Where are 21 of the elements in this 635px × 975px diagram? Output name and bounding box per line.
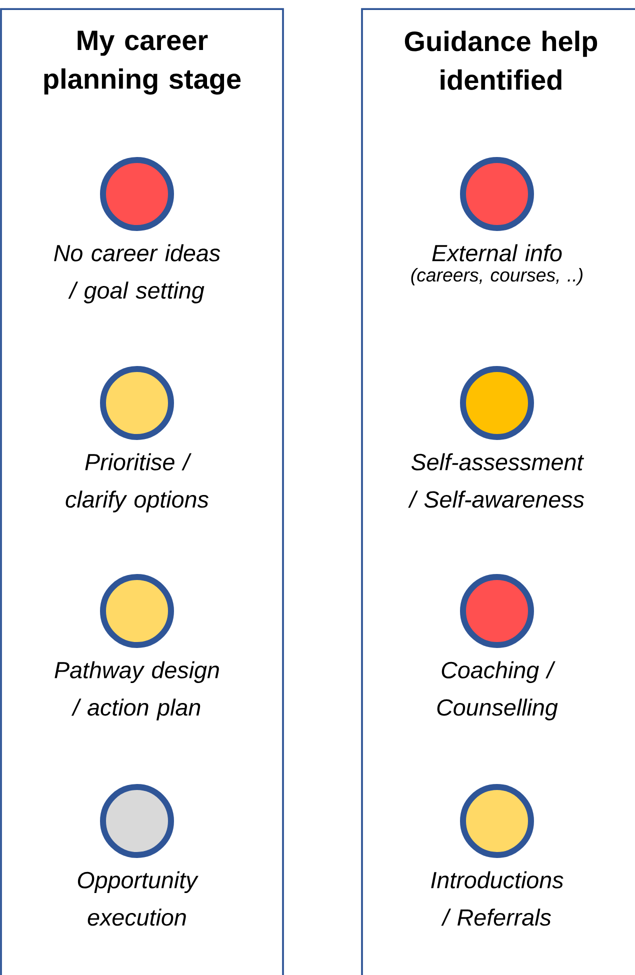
status-circle bbox=[100, 366, 174, 440]
status-circle bbox=[460, 157, 534, 232]
status-circle bbox=[460, 574, 534, 648]
node-label: Opportunity execution bbox=[78, 871, 198, 926]
node-label: Pathway design / action plan bbox=[54, 661, 219, 720]
heading: My career planning stage bbox=[44, 30, 241, 95]
panel bbox=[0, 8, 284, 975]
heading: Guidance help identified bbox=[404, 30, 598, 90]
status-circle bbox=[100, 157, 174, 232]
node-label: Coaching / Counselling bbox=[437, 661, 558, 720]
node-label: No career ideas / goal setting bbox=[54, 244, 220, 304]
status-circle bbox=[460, 366, 534, 440]
panel bbox=[361, 8, 635, 975]
status-circle bbox=[460, 784, 534, 858]
node-label: Self-assessment / Self-awareness bbox=[408, 453, 584, 508]
node-label: External info bbox=[432, 244, 562, 262]
status-circle bbox=[100, 784, 174, 858]
node-label: Prioritise / clarify options bbox=[66, 453, 208, 512]
status-circle bbox=[100, 574, 174, 648]
node-label: (careers, courses, ..) bbox=[411, 268, 582, 286]
node-label: Introductions / Referrals bbox=[431, 871, 564, 926]
